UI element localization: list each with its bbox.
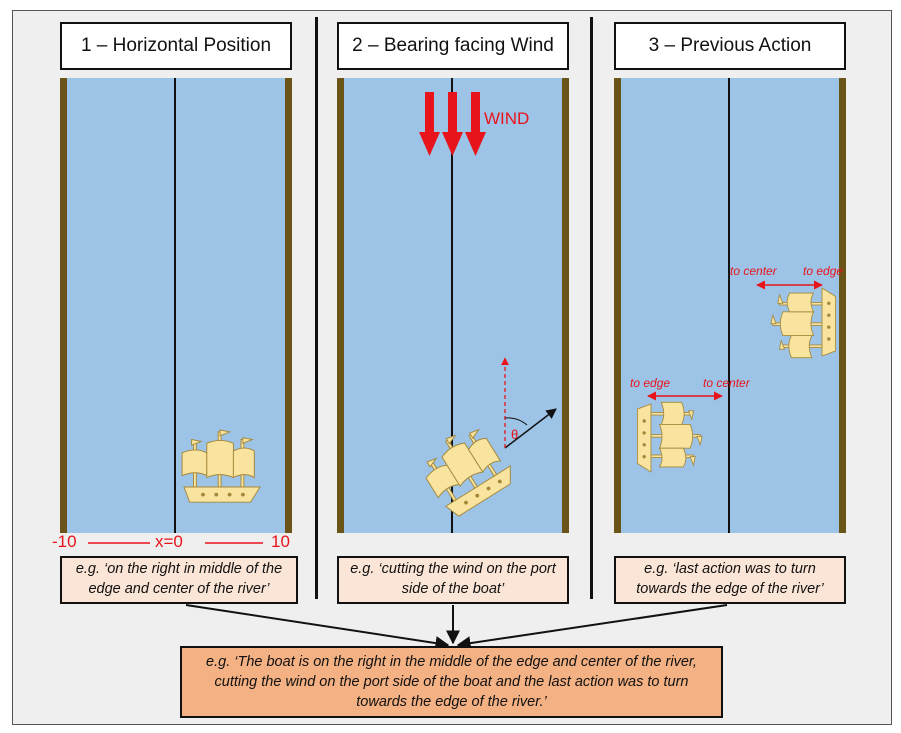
summary-box: e.g. ‘The boat is on the right in the mi… — [180, 646, 723, 718]
panel-title-action: 3 – Previous Action — [614, 22, 846, 70]
example-box-bearing: e.g. ‘cutting the wind on the port side … — [337, 556, 569, 604]
axis-label-left: -10 — [52, 532, 77, 551]
heading-arrow — [504, 408, 557, 449]
wind-label: WIND — [484, 109, 530, 128]
ship-icon — [770, 287, 837, 359]
axis-label-center: x=0 — [155, 532, 183, 551]
column-divider-2 — [590, 17, 593, 599]
ship-icon — [413, 417, 519, 521]
panel-title-position: 1 – Horizontal Position — [60, 22, 292, 70]
river-centerline — [728, 78, 730, 533]
river-centerline — [451, 78, 453, 533]
example-text: e.g. ‘cutting the wind on the port side … — [350, 561, 556, 597]
connector-arrow-right — [456, 604, 728, 651]
panel-title-text: 2 – Bearing facing Wind — [352, 35, 554, 56]
column-divider-1 — [315, 17, 318, 599]
action-label-to-edge-upper: to edge — [803, 264, 844, 278]
example-box-position: e.g. ‘on the right in middle of the edge… — [60, 556, 298, 604]
angle-arc — [504, 417, 528, 426]
ship-icon — [181, 429, 261, 503]
action-label-to-edge-lower: to edge — [630, 376, 671, 390]
action-label-to-center-lower: to center — [703, 376, 750, 390]
panel-title-bearing: 2 – Bearing facing Wind — [337, 22, 569, 70]
example-text: e.g. ‘on the right in middle of the edge… — [75, 561, 283, 597]
panel-title-text: 3 – Previous Action — [648, 35, 812, 56]
ship-icon — [636, 401, 703, 473]
theta-label: θ — [511, 427, 519, 442]
connector-arrow-left — [185, 604, 450, 651]
panel-title-text: 1 – Horizontal Position — [80, 35, 272, 56]
action-label-to-center-upper: to center — [730, 264, 777, 278]
example-box-action: e.g. ‘last action was to turn towards th… — [614, 556, 846, 604]
river-centerline — [174, 78, 176, 533]
wind-arrows-icon — [419, 92, 486, 156]
example-text: e.g. ‘last action was to turn towards th… — [636, 561, 824, 597]
summary-text: e.g. ‘The boat is on the right in the mi… — [206, 653, 697, 711]
axis-label-right: 10 — [271, 532, 290, 551]
river-position — [60, 78, 292, 533]
